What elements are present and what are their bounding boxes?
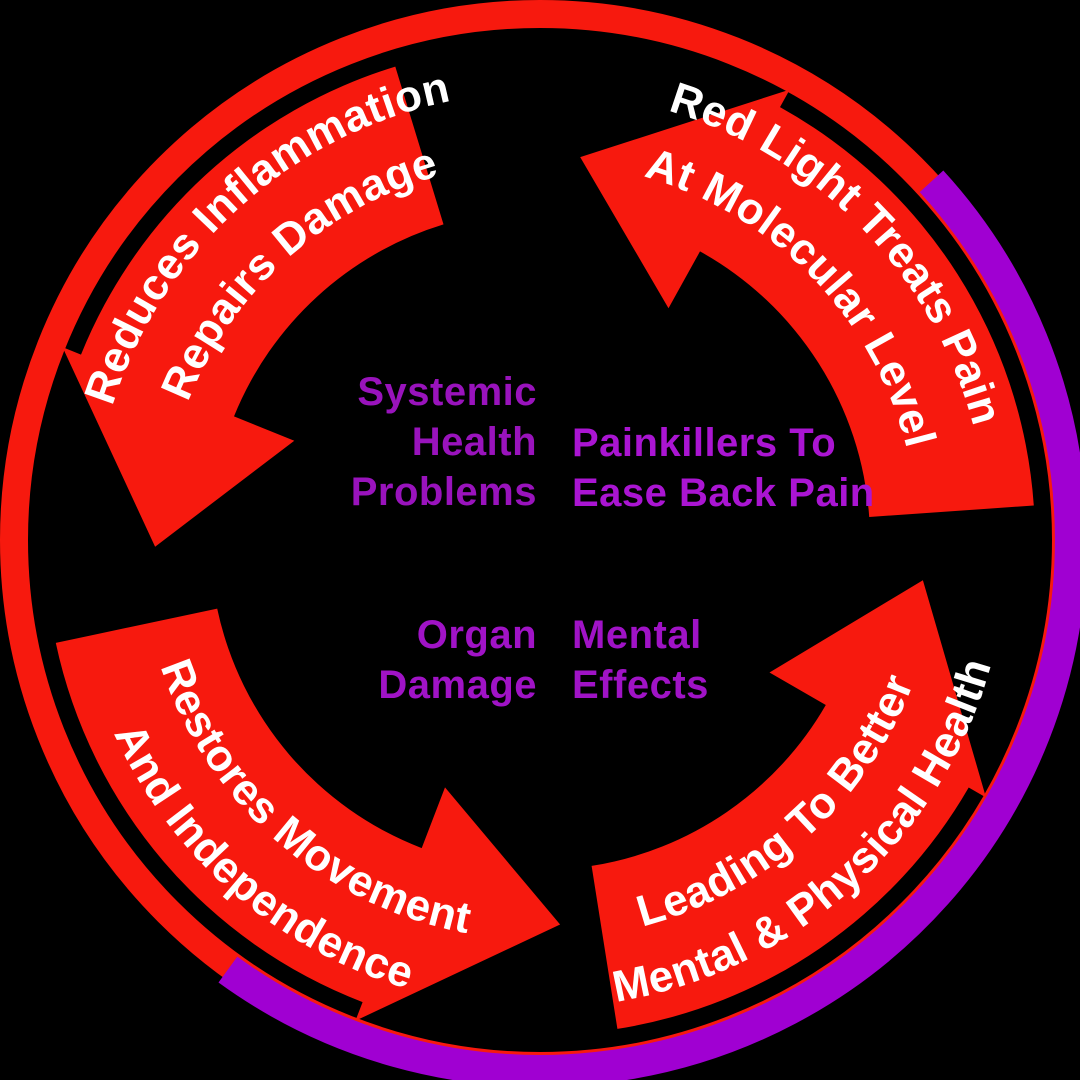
label-line: Effects: [572, 663, 709, 707]
label-line: Mental: [572, 613, 702, 657]
label-line: Painkillers To: [572, 421, 837, 465]
arrow-top-right: [580, 89, 1034, 517]
center-label-mental-effects: Mental Effects: [572, 610, 709, 710]
center-label-organ-damage: Organ Damage: [378, 610, 537, 710]
label-line: Organ: [416, 613, 537, 657]
arrow-bottom-left: [55, 608, 561, 1021]
cycle-arrows-layer: [55, 66, 1034, 1029]
label-line: Health: [411, 420, 537, 464]
outer-ring-purple-arc: [218, 170, 1080, 1080]
arrow-top-left: [62, 66, 444, 547]
label-line: Ease Back Pain: [572, 471, 875, 515]
arrow-bottom-right: [591, 580, 986, 1029]
label-line: Damage: [378, 663, 537, 707]
label-line: Problems: [350, 470, 537, 514]
center-label-painkillers-to-ease-back-pain: Painkillers To Ease Back Pain: [572, 418, 875, 518]
label-line: Systemic: [357, 370, 537, 414]
center-label-systemic-health-problems: Systemic Health Problems: [351, 367, 537, 517]
